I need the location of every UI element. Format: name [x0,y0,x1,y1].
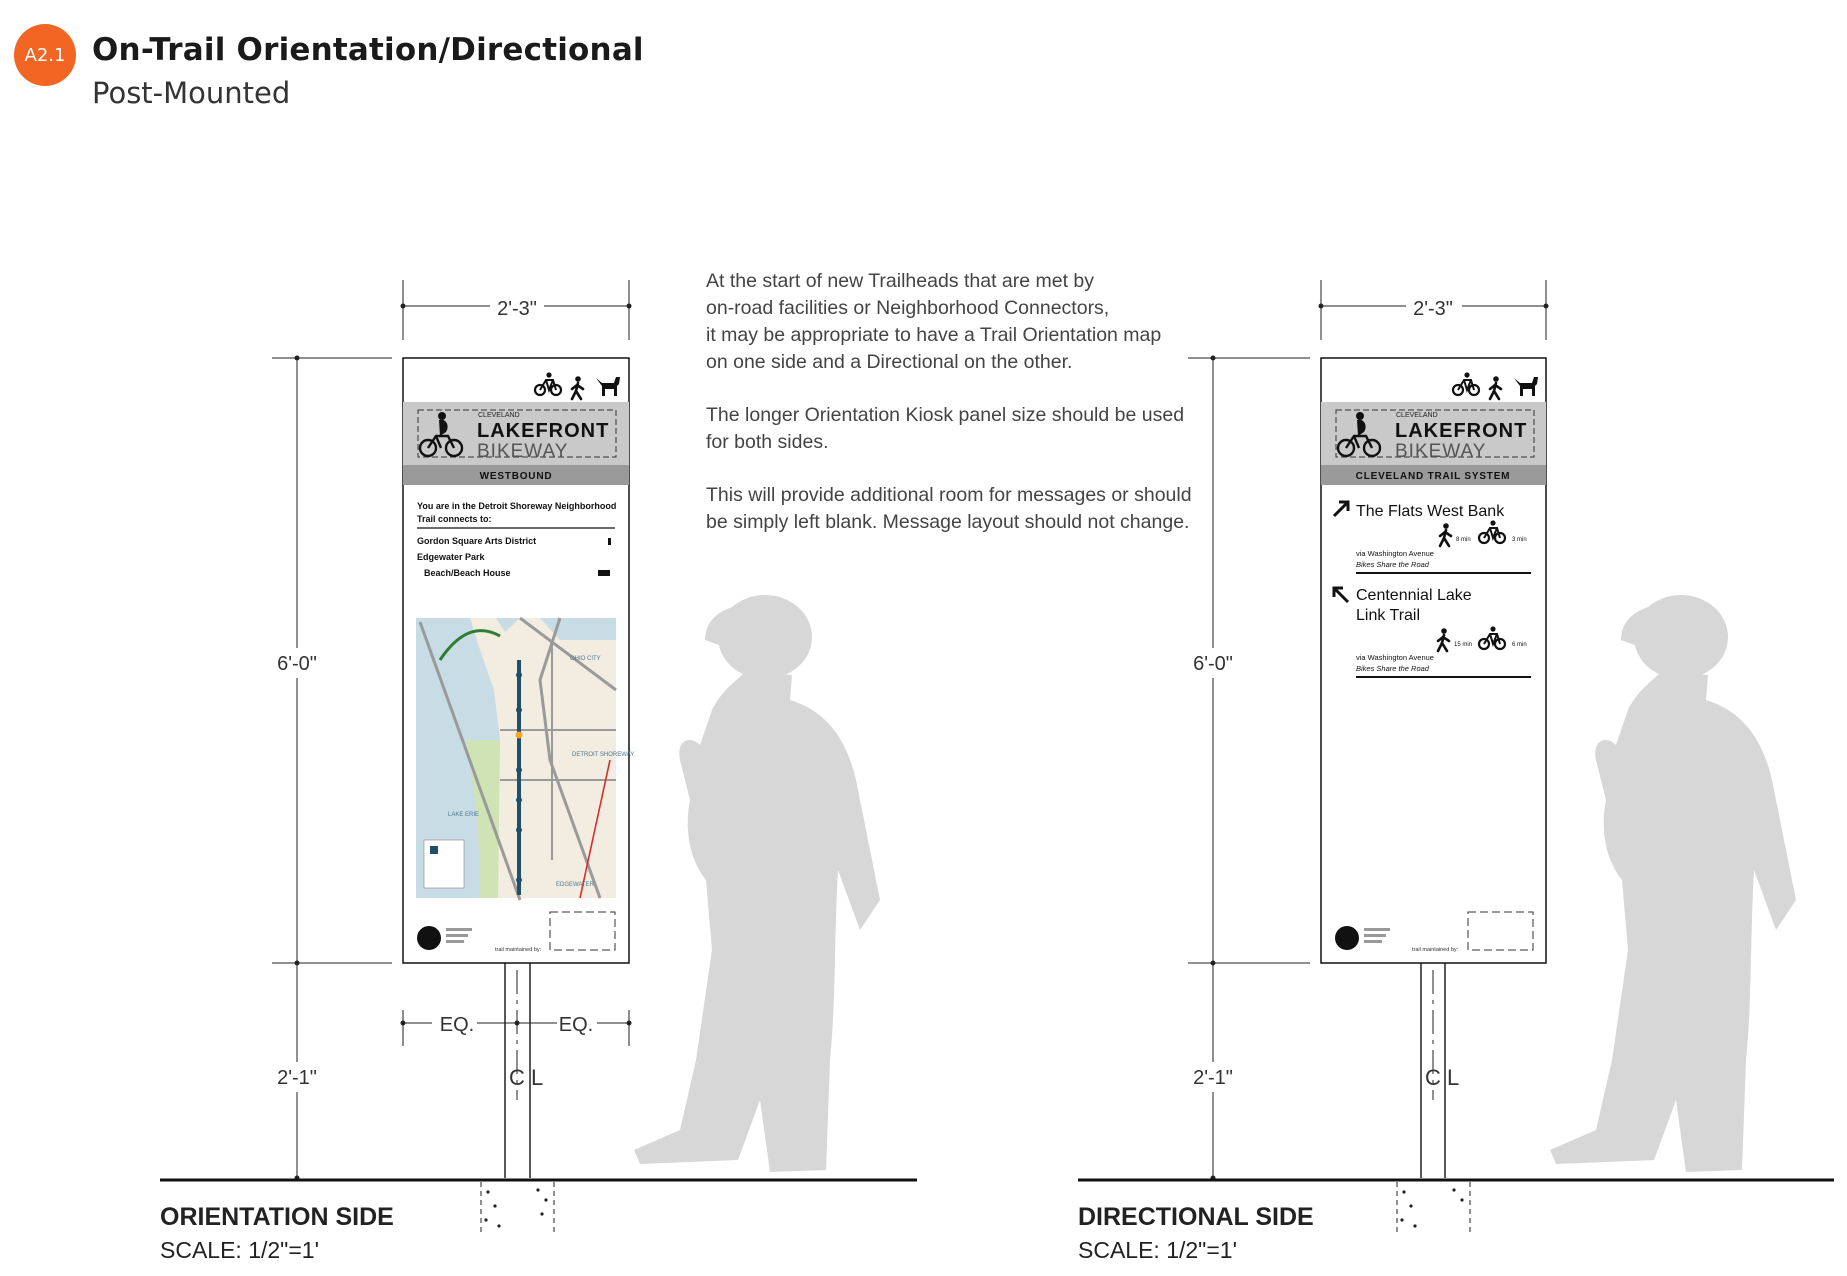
svg-text:3 min: 3 min [1512,537,1527,543]
maintainer-logo-placeholder [1467,911,1534,951]
note-paragraph-1: At the start of new Trailheads that are … [706,270,1162,373]
width-dimension-label: 2'-3" [1413,298,1453,320]
destination-name: The Flats West Bank [1356,503,1505,520]
note-paragraph-3: This will provide additional room for me… [706,484,1192,533]
svg-text:15 min: 15 min [1454,642,1472,648]
svg-text:LAKE ERIE: LAKE ERIE [448,812,479,818]
width-dimension-label: 2'-3" [497,298,537,320]
centerline-mark: C L [1425,1065,1459,1090]
logo-lakefront: LAKEFRONT [477,420,609,442]
orientation-scale: SCALE: 1/2"=1' [160,1237,319,1263]
logo-lakefront: LAKEFRONT [1395,420,1527,442]
logo-bikeway: BIKEWAY [477,441,568,462]
svg-text:Bikes Share the Road: Bikes Share the Road [1356,664,1430,673]
eq-label-right: EQ. [559,1014,593,1036]
system-band: CLEVELAND TRAIL SYSTEM [1356,471,1511,482]
orientation-side-caption: ORIENTATION SIDE [160,1203,394,1231]
svg-text:6 min: 6 min [1512,642,1527,648]
directional-elevation: 2'-3" 6'-0" 2'-1" C L CLEVELAND LAKEFRON… [1078,280,1834,1236]
destination-item: Edgewater Park [417,552,486,562]
directional-side-caption: DIRECTIONAL SIDE [1078,1203,1314,1231]
height-dimension-label: 6'-0" [1193,653,1233,675]
note-paragraph-2: The longer Orientation Kiosk panel size … [706,404,1185,453]
eq-label-left: EQ. [440,1014,474,1036]
svg-text:via Washington Avenue: via Washington Avenue [1356,549,1434,558]
person-silhouette-left [634,595,880,1172]
description-note: At the start of new Trailheads that are … [706,268,1206,562]
svg-text:You are in the Detroit Shorewa: You are in the Detroit Shoreway Neighbor… [417,501,616,511]
destination-item: Gordon Square Arts District [417,536,536,546]
page-subtitle: Post-Mounted [92,76,291,110]
maintainer-logo-placeholder [549,911,616,951]
arrow-up-left-icon [1332,586,1350,604]
maintainer-label: trail maintained by: [1412,947,1459,953]
destination-name: Centennial Lake [1356,587,1472,604]
svg-text:Link Trail: Link Trail [1356,607,1420,624]
arrow-up-right-icon [1332,500,1350,518]
svg-text:CLEVELAND: CLEVELAND [478,412,520,419]
destination-item: Beach/Beach House [424,568,511,578]
section-badge: A2.1 [14,24,76,86]
orientation-elevation: 2'-3" 6'-0" 2'-1" C L EQ. EQ. [160,280,917,1236]
svg-text:Bikes Share the Road: Bikes Share the Road [1356,560,1430,569]
greenway-logo-icon [1335,926,1359,950]
svg-text:DETROIT SHOREWAY: DETROIT SHOREWAY [572,752,634,758]
svg-text:OHIO CITY: OHIO CITY [570,656,601,662]
post-height-dimension-label: 2'-1" [1193,1067,1233,1089]
direction-band: WESTBOUND [480,471,553,482]
maintainer-label: trail maintained by: [495,947,542,953]
trail-orientation-map: LAKE ERIE OHIO CITY DETROIT SHOREWAY EDG… [416,616,634,901]
svg-text:Trail connects to:: Trail connects to: [417,514,492,524]
centerline-mark: C L [509,1065,543,1090]
svg-text:EDGEWATER: EDGEWATER [556,882,595,888]
page-title: On-Trail Orientation/Directional [92,32,644,68]
height-dimension-label: 6'-0" [277,653,317,675]
greenway-logo-icon [417,926,441,950]
svg-text:via Washington Avenue: via Washington Avenue [1356,653,1434,662]
svg-text:CLEVELAND: CLEVELAND [1396,412,1438,419]
directional-scale: SCALE: 1/2"=1' [1078,1237,1237,1263]
person-silhouette-right [1550,595,1796,1172]
post-height-dimension-label: 2'-1" [277,1067,317,1089]
svg-text:8 min: 8 min [1456,537,1471,543]
logo-bikeway: BIKEWAY [1395,441,1486,462]
